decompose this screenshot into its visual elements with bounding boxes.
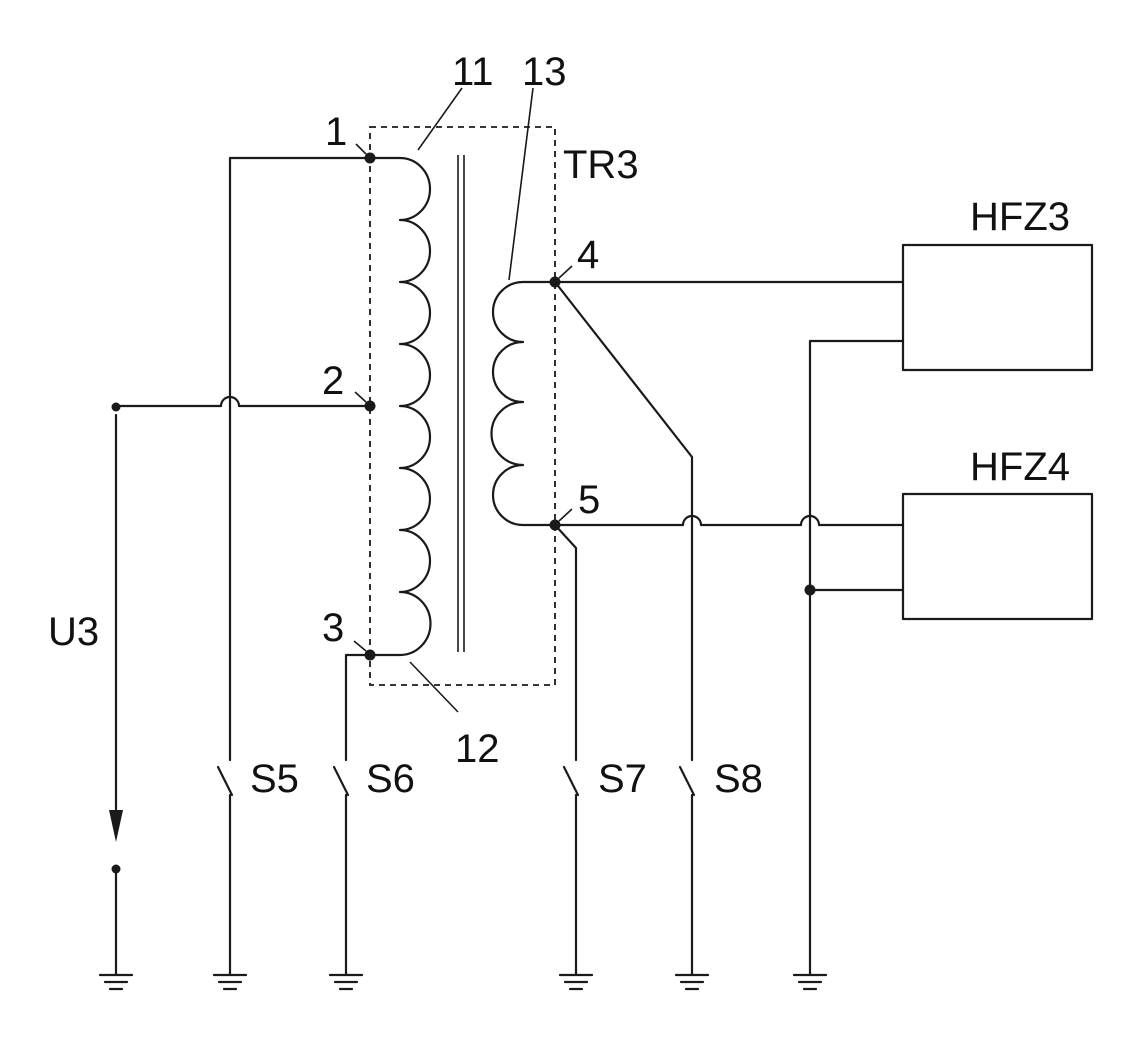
node-1-label: 1: [325, 110, 347, 154]
u3-label: U3: [48, 610, 99, 654]
hfz4-label: HFZ4: [970, 445, 1070, 489]
u3-terminal-top: [112, 403, 121, 412]
leader-11: [418, 88, 462, 150]
hfz4-block: [903, 494, 1092, 619]
leader-12: [410, 662, 458, 712]
wire-common-return: [810, 341, 903, 975]
switch-s8-label: S8: [714, 757, 763, 801]
junction-dot: [805, 585, 816, 596]
transformer-enclosure: [370, 127, 555, 685]
ground-icon: [794, 975, 826, 989]
ground-icon: [676, 975, 708, 989]
wire-node-5-to-s7: [555, 525, 576, 760]
leader-13: [509, 88, 533, 280]
ground-icon: [100, 975, 132, 989]
ground-icon: [330, 975, 362, 989]
hfz3-block: [903, 245, 1092, 370]
secondary-winding: [492, 282, 555, 525]
node-4-label: 4: [577, 233, 599, 277]
ground-icon: [560, 975, 592, 989]
switch-s7-label: S7: [598, 757, 647, 801]
ground-icon: [214, 975, 246, 989]
node-2-label: 2: [322, 359, 344, 403]
label-12: 12: [455, 727, 500, 771]
node-4-tick: [559, 266, 572, 278]
label-11: 11: [452, 50, 494, 94]
primary-winding: [372, 158, 430, 655]
switch-icon: [680, 767, 694, 795]
node-3-label: 3: [322, 606, 344, 650]
hfz3-label: HFZ3: [970, 195, 1070, 239]
wire-node-1-to-s5: [230, 158, 370, 760]
transformer-label: TR3: [563, 143, 639, 187]
wire-node-3-to-s6: [346, 655, 370, 760]
node-1-tick: [356, 144, 366, 154]
node-3-tick: [354, 641, 366, 651]
switch-s5-label: S5: [250, 757, 299, 801]
node-5-tick: [559, 509, 572, 521]
switch-icon: [218, 767, 232, 795]
node-5-label: 5: [578, 478, 600, 522]
node-2-tick: [355, 392, 366, 402]
arrow-down-icon: [109, 810, 123, 842]
switch-icon: [334, 767, 348, 795]
wire-node-5-to-hfz4: [555, 516, 903, 525]
label-13: 13: [522, 50, 567, 94]
switch-icon: [564, 767, 578, 795]
switch-s6-label: S6: [366, 757, 415, 801]
